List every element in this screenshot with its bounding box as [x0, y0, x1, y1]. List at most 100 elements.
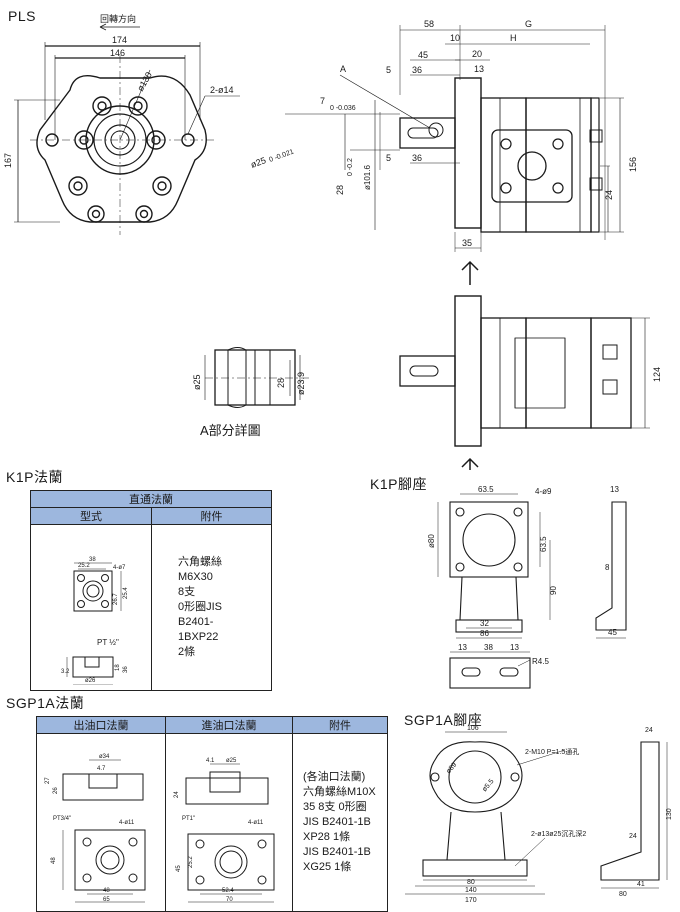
dimension-label: 130: [666, 808, 673, 820]
dimension-label: 3.2: [61, 669, 70, 675]
pls-title: PLS: [8, 8, 36, 24]
k1p-flange-drawing: 38 25.2 4-ø7 26.7 25.4 PT ½" 3.2 ø26 18 …: [61, 557, 129, 686]
dimension-label: 36: [412, 65, 422, 75]
dimension-label: 45: [608, 628, 617, 637]
dimension-label: ø80: [427, 534, 436, 548]
k1p-flange-title: K1P法蘭: [6, 469, 63, 485]
dimension-label: ø26: [85, 678, 96, 684]
pls-front-view: [14, 23, 240, 235]
detail-a-drawing: [204, 347, 310, 408]
dimension-label: 36: [123, 666, 129, 673]
dimension-label: 4.7: [97, 766, 106, 772]
dimension-label: 4-ø11: [248, 820, 264, 826]
dimension-label: 20: [472, 49, 482, 59]
dimension-label: 124: [652, 367, 662, 382]
sgp1a-col-outlet: 出油口法蘭: [36, 716, 166, 734]
dimension-label: 13: [458, 643, 467, 652]
dimension-label: 0 -0.021: [268, 148, 295, 163]
dimension-label: PT1": [182, 816, 195, 822]
dimension-label: R4.5: [532, 657, 549, 666]
dimension-label: 13: [610, 485, 619, 494]
dimension-label: 80: [619, 891, 627, 898]
dimension-label: 18: [115, 664, 121, 671]
pls-side-view: [285, 25, 624, 252]
k1p-flange-notes: 六角螺絲 M6X30 8支 0形圈JIS B2401- 1BXP22 2條: [151, 524, 272, 691]
sgp1a-flange-table: 出油口法蘭 進油口法蘭 附件 ø34: [36, 716, 388, 912]
dimension-label: 86: [480, 629, 489, 638]
dimension-label: 4-ø11: [119, 820, 135, 826]
sgp1a-flange-title: SGP1A法蘭: [6, 695, 85, 711]
arrow-up-icon: [461, 260, 479, 285]
sgp1a-inlet-cell: 4.1 ø25 24 PT1" 4-ø11 25.2 45 52.4 70: [165, 733, 293, 912]
dimension-label: 13: [474, 64, 484, 74]
arrow-up-icon: [461, 457, 479, 470]
dimension-label: 146: [110, 48, 125, 58]
k1p-foot-drawing: 63.5 4-ø9 13 ø80 63.5 90 8 32 86 45 13 3…: [427, 485, 627, 689]
dimension-label: 25.4: [123, 587, 129, 599]
dimension-label: 36: [412, 153, 422, 163]
k1p-foot-title: K1P腳座: [370, 476, 427, 492]
dimension-label: 70: [226, 897, 233, 903]
dimension-label: 4.1: [206, 758, 215, 764]
dimension-label: 7: [320, 96, 325, 106]
dimension-label: 0 -0.036: [330, 105, 356, 112]
sgp1a-flange-notes: (各油口法蘭) 六角螺絲M10X 35 8支 0形圈 JIS B2401-1B …: [292, 733, 388, 912]
rotation-label: 回轉方向: [100, 13, 136, 24]
dimension-label: 27: [45, 777, 51, 784]
dimension-label: 5: [386, 153, 391, 163]
dimension-label: ø89: [445, 761, 458, 775]
dimension-label: 28: [335, 185, 345, 195]
detail-a-caption: A部分詳圖: [200, 423, 261, 438]
dimension-label: ø5.5: [481, 778, 495, 793]
dimension-label: 2-M10 P=1.5通孔: [525, 747, 579, 756]
pls-drawing: 回轉方向 174 146 ø130 2-ø14 167 A 7 0 -0.036…: [3, 13, 662, 470]
dimension-label: 174: [112, 35, 127, 45]
pls-bottom-view: [399, 295, 650, 447]
k1p-col-type: 型式: [30, 507, 152, 525]
dimension-label: 38: [484, 643, 493, 652]
dimension-label: 90: [549, 586, 558, 595]
dimension-label: PT ½": [97, 638, 119, 647]
dimension-label: 25.2: [78, 563, 90, 569]
dimension-label: ø25: [192, 374, 202, 390]
sgp1a-outlet-cell: ø34 4.7 27 26 PT3/4" 4-ø11 48 48 65: [36, 733, 166, 912]
dimension-label: 24: [604, 190, 614, 200]
dimension-label: 10: [450, 33, 460, 43]
dimension-label: 13: [510, 643, 519, 652]
dimension-label: 5: [386, 65, 391, 75]
dimension-label: 63.5: [539, 536, 548, 552]
dimension-label: 0 -0.2: [347, 158, 354, 176]
dimension-label: H: [510, 33, 517, 43]
dimension-label: 2-ø13ø25沉孔深2: [531, 829, 586, 838]
dimension-label: 106: [467, 725, 479, 732]
k1p-flange-header: 直通法蘭: [30, 490, 272, 508]
sgp1a-inlet-drawing: 4.1 ø25 24 PT1" 4-ø11 25.2 45 52.4 70: [174, 758, 275, 903]
dimension-label: ø34: [99, 754, 110, 760]
dimension-label: 48: [51, 857, 57, 864]
dimension-label: 2-ø14: [210, 85, 234, 95]
sgp1a-col-accessory: 附件: [292, 716, 388, 734]
dimension-label: 32: [480, 619, 489, 628]
dimension-label: 58: [424, 19, 434, 29]
dimension-label: ø25: [249, 155, 267, 170]
dimension-label: 26: [53, 787, 59, 794]
dimension-label: 156: [628, 157, 638, 172]
sgp1a-outlet-drawing: ø34 4.7 27 26 PT3/4" 4-ø11 48 48 65: [45, 754, 146, 903]
dimension-label: 35: [462, 238, 472, 248]
dimension-label: ø130: [135, 70, 154, 93]
dimension-label: G: [525, 19, 532, 29]
dimension-label: 24: [174, 791, 180, 798]
dimension-label: A: [340, 64, 346, 74]
k1p-flange-table: 直通法蘭 型式 附件 38: [30, 490, 272, 691]
dimension-label: 41: [637, 881, 645, 888]
dimension-label: 52.4: [222, 888, 234, 894]
dimension-label: 140: [465, 887, 477, 894]
dimension-label: 45: [176, 865, 182, 872]
dimension-label: ø25: [226, 758, 237, 764]
dimension-label: 24: [645, 727, 653, 734]
sgp1a-foot-drawing: 106 24 2-M10 P=1.5通孔 ø89 ø5.5 2-ø13ø25沉孔…: [405, 725, 673, 904]
dimension-label: 4-ø9: [535, 487, 552, 496]
k1p-flange-drawing-cell: 38 25.2 4-ø7 26.7 25.4 PT ½" 3.2 ø26 18 …: [30, 524, 152, 691]
dimension-label: 4-ø7: [113, 565, 126, 571]
dimension-label: 65: [103, 897, 110, 903]
